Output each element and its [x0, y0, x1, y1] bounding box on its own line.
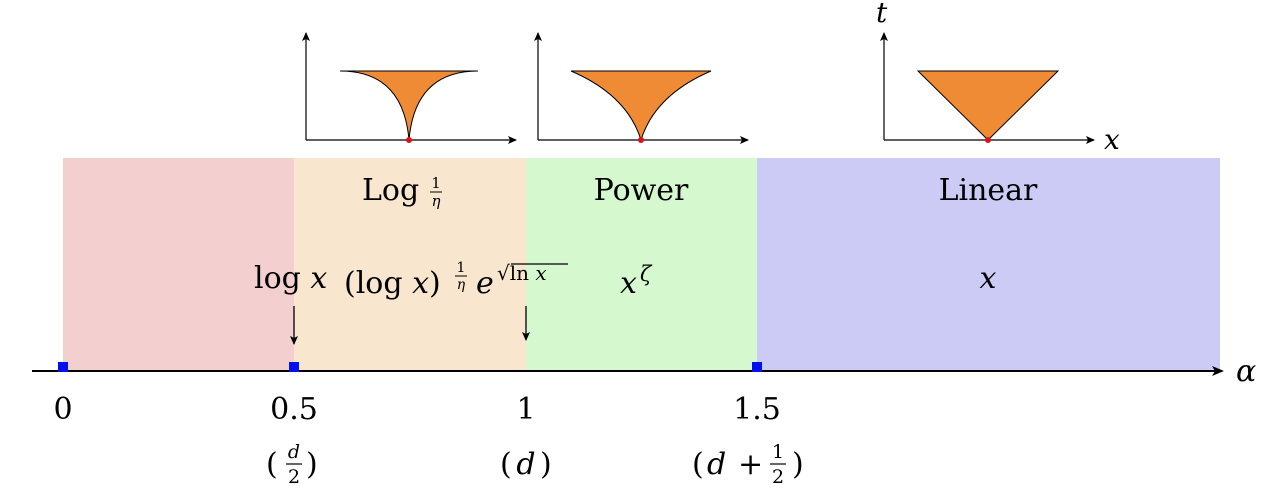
region-1-label-sup-num: 1: [431, 174, 441, 192]
growth-exp-sqrt-sup: √ln x: [497, 261, 547, 285]
growth-log-x-pow-sup-den: η: [457, 277, 466, 293]
inset-t-label: t: [876, 0, 888, 29]
tick-marker-0.5: [289, 362, 299, 372]
region-3-label: Linear: [939, 173, 1038, 208]
svg-text:d: d: [288, 441, 300, 463]
svg-text:(: (: [266, 447, 278, 482]
tick-label-1: 1: [516, 392, 535, 427]
growth-log-x: log x: [254, 261, 327, 296]
inset-log-cone: [302, 32, 517, 144]
svg-text:): ): [540, 447, 552, 482]
region-1-label: Log: [362, 173, 419, 208]
svg-text:d: d: [516, 447, 535, 482]
svg-text:1: 1: [772, 441, 784, 463]
svg-text:+: +: [738, 447, 763, 482]
inset-power-cone: [534, 32, 749, 144]
tick-sub-1: ( d ): [500, 447, 552, 482]
region-3: [757, 158, 1220, 371]
svg-text:(: (: [692, 447, 704, 482]
cone-shape-log: [339, 70, 479, 141]
region-1-label-sup-den: η: [432, 192, 441, 210]
tick-sub-1.5: ( d + 1 2 ): [692, 441, 804, 488]
tick-label-0.5: 0.5: [270, 392, 318, 427]
growth-log-x-pow-sup-num: 1: [457, 260, 466, 276]
origin-dot: [406, 137, 412, 143]
inset-linear-cone: [880, 32, 1095, 144]
origin-dot: [638, 137, 644, 143]
cone-shape-power: [570, 70, 712, 142]
alpha-axis-label: α: [1236, 354, 1256, 389]
tick-sub-0.5: ( d 2 ): [266, 441, 318, 488]
svg-text:d: d: [707, 447, 726, 482]
tick-marker-1.5: [752, 362, 762, 372]
region-0: [63, 158, 294, 371]
origin-dot: [985, 137, 991, 143]
region-2-label: Power: [594, 173, 689, 208]
tick-marker-0: [58, 362, 68, 372]
growth-log-x-pow: (log x): [344, 266, 441, 301]
svg-text:2: 2: [288, 466, 300, 488]
growth-linear: x: [980, 261, 997, 296]
svg-text:2: 2: [772, 466, 784, 488]
tick-label-1.5: 1.5: [733, 392, 781, 427]
svg-text:): ): [792, 447, 804, 482]
inset-x-label: x: [1104, 123, 1120, 156]
growth-power: x: [620, 266, 637, 301]
svg-text:(: (: [500, 447, 512, 482]
region-1: [294, 158, 526, 371]
growth-exp-sqrt: e: [476, 266, 494, 301]
growth-power-sup: ζ: [640, 262, 653, 286]
svg-text:): ): [306, 447, 318, 482]
cone-shape-linear: [916, 70, 1060, 141]
tick-label-0: 0: [53, 392, 72, 427]
